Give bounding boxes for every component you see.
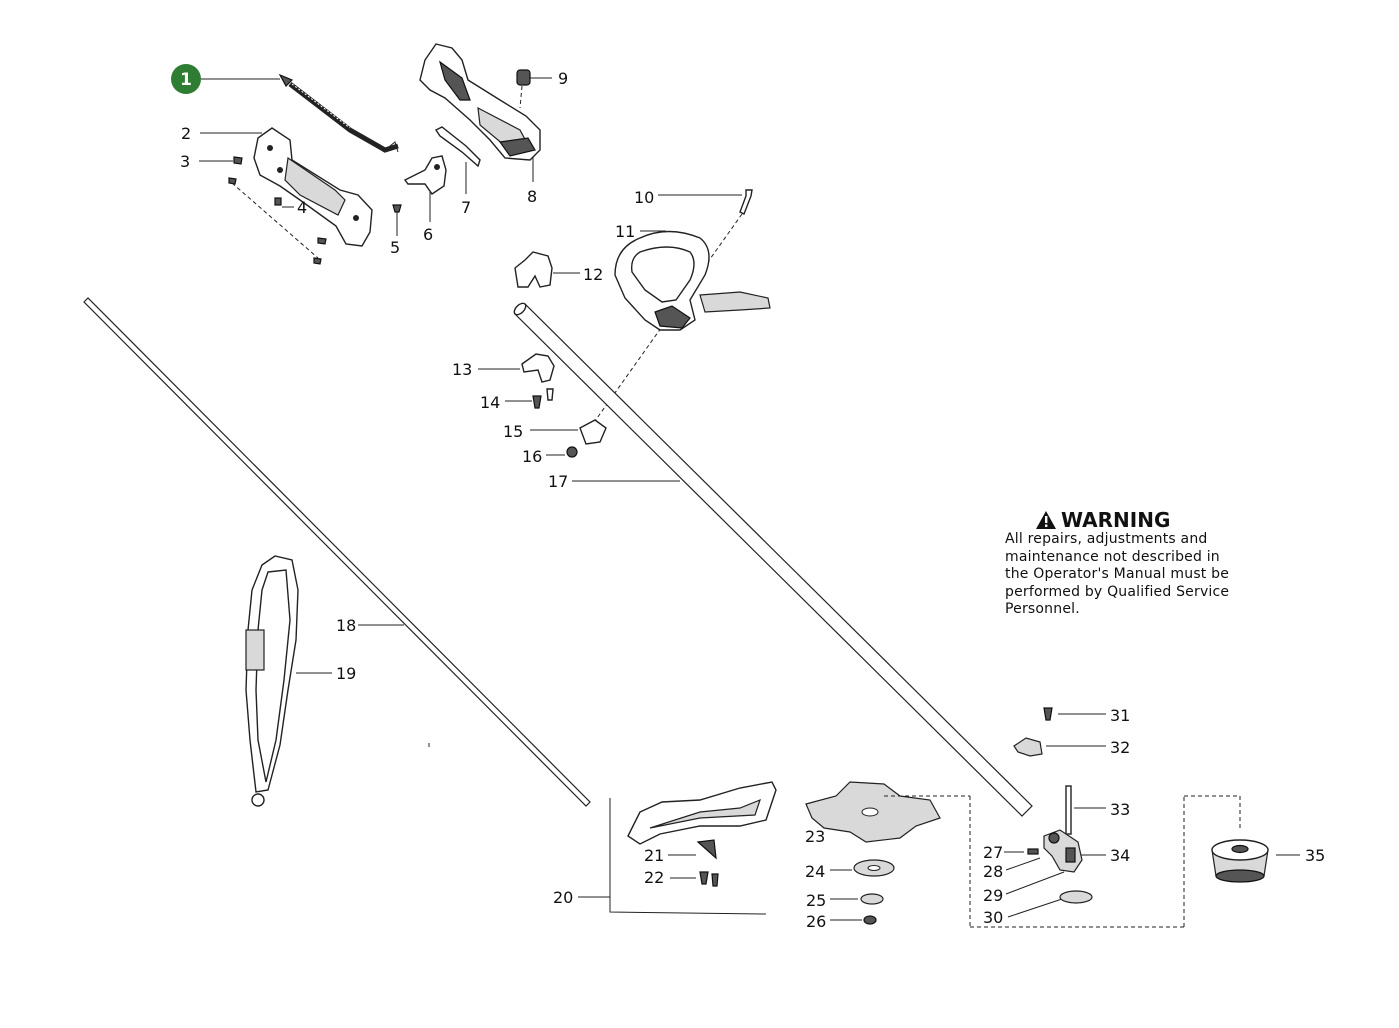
part-33-rod[interactable]: 33 — [1065, 785, 1130, 835]
warning-title-row: WARNING — [1035, 509, 1265, 531]
part-15-clamp[interactable]: 15 — [503, 419, 607, 445]
part-10-bolt[interactable]: 10 — [589, 188, 753, 429]
part-17-drive-tube[interactable]: 17 — [512, 301, 1033, 817]
callout-20: 20 — [553, 888, 573, 907]
part-35-trimmer-head[interactable]: 35 — [1211, 839, 1325, 883]
warning-line: maintenance not described in — [1005, 548, 1220, 565]
callout-1-number: 1 — [180, 70, 192, 90]
callout-22: 22 — [644, 868, 664, 887]
callout-13: 13 — [452, 360, 472, 379]
part-26-nut[interactable]: 26 — [806, 912, 877, 931]
part-2-engine-housing[interactable]: 2 — [181, 124, 373, 247]
part-27-screw[interactable]: 27 — [983, 843, 1039, 862]
warning-line: All repairs, adjustments and — [1005, 531, 1208, 547]
part-21-bracket[interactable]: 21 — [644, 839, 717, 865]
callout-34: 34 — [1110, 846, 1130, 865]
part-32-shield-bracket[interactable]: 32 — [1013, 737, 1130, 757]
callout-25: 25 — [806, 891, 826, 910]
part-14-screw[interactable]: 14 — [480, 388, 554, 412]
warning-body: All repairs, adjustments and maintenance… — [1005, 531, 1265, 619]
callout-27: 27 — [983, 843, 1003, 862]
callout-12: 12 — [583, 265, 603, 284]
part-8-rear-handle[interactable]: 8 — [419, 43, 541, 206]
callout-17: 17 — [548, 472, 568, 491]
callout-28: 28 — [983, 862, 1003, 881]
callout-9: 9 — [558, 69, 568, 88]
callout-8: 8 — [527, 187, 537, 206]
part-16-nut[interactable]: 16 — [522, 446, 578, 466]
callout-29: 29 — [983, 886, 1003, 905]
callout-10: 10 — [634, 188, 654, 207]
part-25-cup[interactable]: 25 — [806, 891, 884, 910]
part-6-throttle-trigger[interactable]: 6 — [403, 155, 447, 244]
callout-16: 16 — [522, 447, 542, 466]
callout-18: 18 — [336, 616, 356, 635]
part-12-clip[interactable]: 12 — [514, 251, 603, 288]
callout-4: 4 — [297, 198, 307, 217]
part-19-shoulder-strap[interactable]: 19 — [245, 555, 356, 807]
part-4-nut[interactable]: 4 — [274, 197, 307, 217]
callout-11: 11 — [615, 222, 635, 241]
warning-line: Personnel. — [1005, 601, 1080, 618]
callout-7: 7 — [461, 198, 471, 217]
part-30-washer[interactable]: 30 — [983, 890, 1093, 927]
warning-line: the Operator's Manual must be — [1005, 566, 1230, 583]
callout-6: 6 — [423, 225, 433, 244]
callout-33: 33 — [1110, 800, 1130, 819]
part-31-screw[interactable]: 31 — [1043, 706, 1130, 725]
callout-14: 14 — [480, 393, 500, 412]
warning-line: performed by Qualified Service — [1005, 583, 1230, 600]
callout-2: 2 — [181, 124, 191, 143]
part-13-bracket[interactable]: 13 — [452, 353, 555, 383]
part-1-throttle-cable[interactable]: 1 — [171, 64, 399, 153]
part-34-gearhead[interactable]: 34 — [1043, 829, 1130, 873]
part-18-drive-shaft[interactable]: 18 — [83, 297, 591, 807]
callout-1-badge[interactable] — [171, 64, 201, 94]
part-24-washer[interactable]: 24 — [805, 859, 895, 881]
callout-31: 31 — [1110, 706, 1130, 725]
part-28-screw[interactable]: 28 — [983, 857, 1041, 881]
part-20-grass-deflector-kit[interactable]: 20 — [553, 781, 777, 915]
callout-23: 23 — [805, 827, 825, 846]
callout-32: 32 — [1110, 738, 1130, 757]
warning-title: WARNING — [1061, 508, 1171, 532]
callout-26: 26 — [806, 912, 826, 931]
part-11-assist-handle[interactable]: 11 — [614, 222, 771, 331]
part-23-blade[interactable]: 23 — [805, 781, 1241, 928]
warning-triangle-icon — [1036, 511, 1056, 529]
callout-35: 35 — [1305, 846, 1325, 865]
part-29-gear-housing[interactable]: 29 — [983, 871, 1065, 905]
callout-21: 21 — [644, 846, 664, 865]
callout-15: 15 — [503, 422, 523, 441]
part-7-lockout-lever[interactable]: 7 — [434, 126, 481, 217]
part-5-screw[interactable]: 5 — [390, 204, 402, 257]
part-22-screw[interactable]: 22 — [644, 868, 719, 887]
warning-notice: WARNING All repairs, adjustments and mai… — [1005, 509, 1265, 619]
part-3-screw[interactable]: 3 — [180, 152, 327, 265]
callout-30: 30 — [983, 908, 1003, 927]
callout-19: 19 — [336, 664, 356, 683]
callout-5: 5 — [390, 238, 400, 257]
part-9-cap[interactable]: 9 — [516, 69, 568, 109]
callout-3: 3 — [180, 152, 190, 171]
callout-24: 24 — [805, 862, 825, 881]
